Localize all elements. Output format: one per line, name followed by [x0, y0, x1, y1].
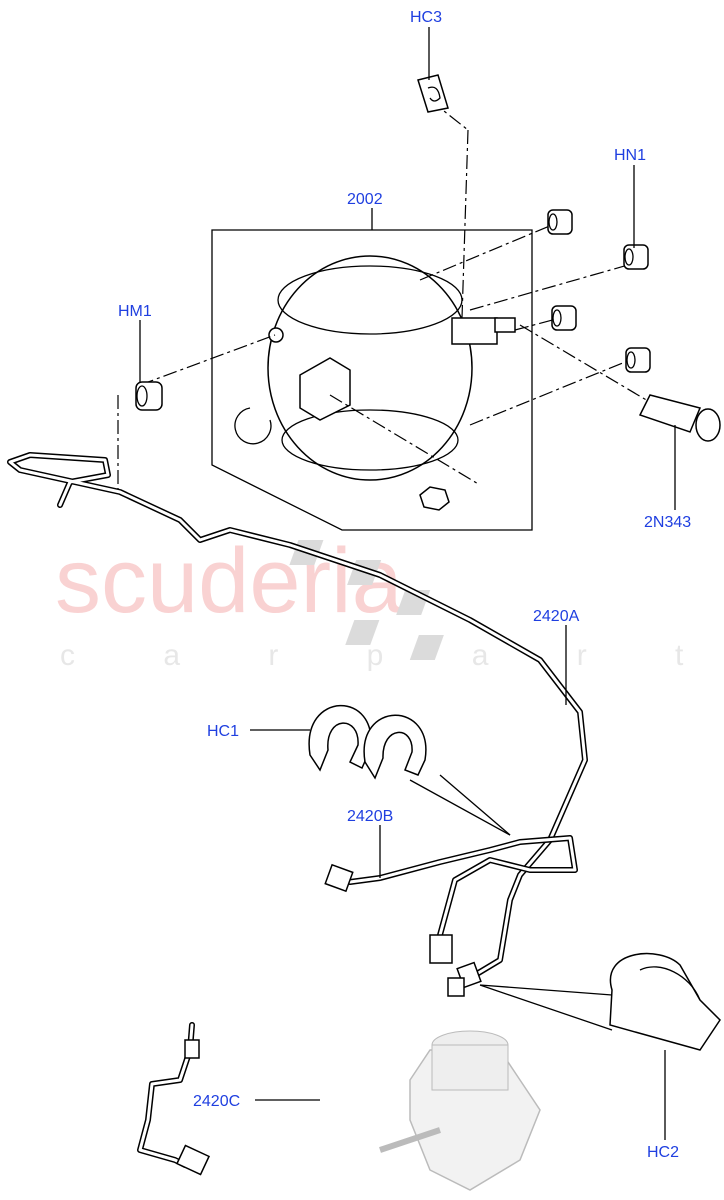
o-ring: [234, 407, 272, 445]
watermark-subtext: c a r p a r t s: [60, 639, 724, 672]
callout-2002[interactable]: 2002: [347, 191, 383, 208]
clip-hc2[interactable]: [609, 952, 721, 1051]
nut: [551, 305, 577, 331]
watermark: scuderia c a r p a r t s: [55, 530, 724, 672]
booster-nut: [419, 486, 450, 511]
callout-hc1[interactable]: HC1: [207, 723, 239, 740]
callout-2420c[interactable]: 2420C: [193, 1093, 240, 1110]
clip-hc1[interactable]: [308, 704, 427, 780]
callout-hm1[interactable]: HM1: [118, 303, 152, 320]
callout-hc2[interactable]: HC2: [647, 1144, 679, 1161]
callout-2n343[interactable]: 2N343: [644, 514, 691, 531]
brake-booster[interactable]: [267, 255, 516, 481]
booster-group-frame: [211, 229, 533, 531]
callout-2420b[interactable]: 2420B: [347, 808, 393, 825]
callout-hn1[interactable]: HN1: [614, 147, 646, 164]
callout-hc3[interactable]: HC3: [410, 9, 442, 26]
nut-hn1[interactable]: [623, 244, 649, 270]
watermark-text: scuderia: [55, 530, 404, 632]
callout-2420a[interactable]: 2420A: [533, 608, 580, 625]
vacuum-pump: [379, 1030, 541, 1191]
vacuum-pipe-2420a[interactable]: [7, 452, 588, 997]
grommet-hm1[interactable]: [135, 381, 163, 411]
nut: [625, 347, 651, 373]
clevis-pin-2n343[interactable]: [638, 394, 721, 442]
vacuum-pipe-2420c[interactable]: [137, 1022, 211, 1176]
nut: [547, 209, 573, 235]
vacuum-pipe-2420b[interactable]: [324, 835, 578, 964]
clip-hc3[interactable]: [417, 74, 449, 113]
leader-lines: [139, 27, 676, 1140]
